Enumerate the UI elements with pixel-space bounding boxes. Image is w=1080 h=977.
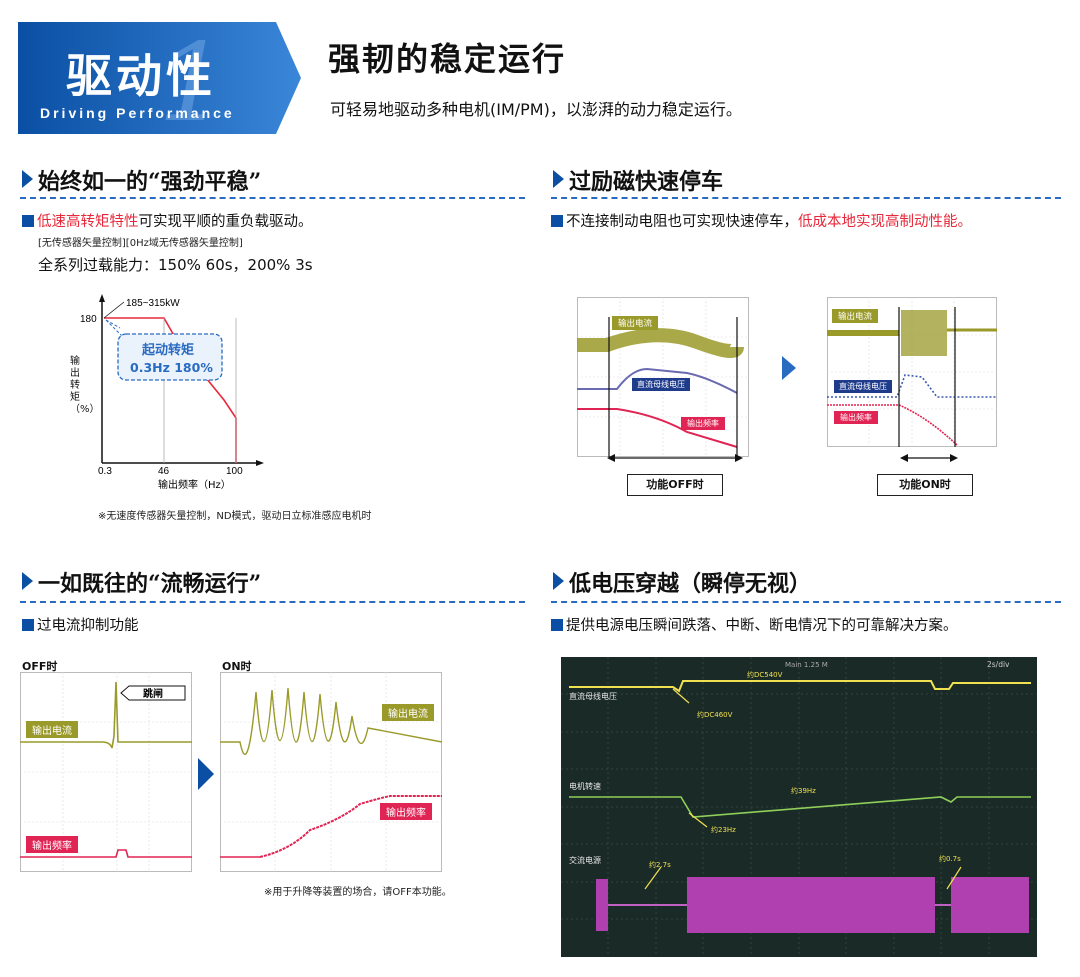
current-trace: [577, 328, 744, 358]
x-axis-arrow: [256, 460, 264, 466]
y-axis-arrow: [99, 294, 105, 302]
x-tick-0-3: 0.3: [98, 466, 112, 477]
bus-voltage-trace: [569, 680, 1031, 693]
off-label: OFF时: [22, 660, 58, 673]
badge-title: 驱动性: [66, 49, 216, 103]
s3-bullet: 过电流抑制功能: [22, 614, 139, 635]
s1-note: [无传感器矢量控制][0Hz域无传感器矢量控制]: [38, 238, 243, 249]
callout-line2: 0.3Hz 180%: [130, 360, 213, 375]
section-arrow-icon: [22, 572, 33, 590]
scope-on-freq-label: 输出频率: [834, 411, 878, 424]
scope-off-current-label: 输出电流: [612, 316, 659, 330]
arrow-right-icon: [198, 758, 214, 790]
scope-on-bus-label: 直流母线电压: [834, 380, 892, 393]
s3-off-current-label: 输出电流: [26, 721, 78, 738]
current-trace: [20, 681, 192, 749]
section-title-3: 一如既往的“流畅运行”: [38, 571, 262, 597]
scope-off-freq-label: 输出频率: [681, 417, 725, 430]
scope-off-bus-label: 直流母线电压: [632, 378, 690, 391]
range-label: 185~315kW: [126, 298, 180, 309]
section-arrow-icon: [553, 170, 564, 188]
square-bullet-icon: [551, 215, 563, 227]
y-axis-label: 输出转矩（%）: [70, 356, 100, 415]
s3-footnote: ※用于升降等装置的场合，请OFF本功能。: [264, 887, 452, 898]
dc540-label: 约DC540V: [747, 670, 783, 679]
square-bullet-icon: [22, 619, 34, 631]
badge-english: Driving Performance: [40, 105, 235, 121]
section-divider: [20, 197, 525, 199]
t07-label: 约0.7s: [939, 854, 961, 863]
square-bullet-icon: [551, 619, 563, 631]
caption-off: 功能OFF时: [627, 474, 723, 496]
caption-on: 功能ON时: [877, 474, 973, 496]
section-arrow-icon: [553, 572, 564, 590]
scope-off: [577, 297, 749, 457]
section-badge: 1: [18, 22, 301, 134]
bus-label: 直流母线电压: [569, 691, 617, 701]
trip-label: 跳闸: [143, 687, 163, 700]
section-divider: [551, 601, 1061, 603]
bus-trace: [827, 374, 997, 398]
s3-off-freq-label: 输出频率: [26, 836, 78, 853]
range-leader: [103, 301, 125, 319]
scope-main: Main 1.25 M: [785, 661, 828, 669]
section-title-2: 过励磁快速停车: [569, 169, 724, 195]
current-trace: [220, 687, 442, 755]
s1-footnote: ※无速度传感器矢量控制，ND模式，驱动日立标准感应电机时: [98, 511, 372, 522]
freq-trace: [20, 849, 192, 858]
span-arrow: [607, 454, 743, 462]
y-tick-180: 180: [80, 314, 97, 325]
speed-label: 电机转速: [569, 781, 601, 791]
section-arrow-icon: [22, 170, 33, 188]
motor-speed-trace: [569, 796, 1031, 818]
callout-leader: [105, 319, 125, 339]
s2-bullet: 不连接制动电阻也可实现快速停车，低成本地实现高制动性能。: [551, 210, 972, 231]
freq-trace: [259, 795, 442, 858]
hz23-label: 约23Hz: [711, 825, 736, 834]
ac-burst-2: [687, 877, 935, 933]
scope-on-current-label: 输出电流: [832, 309, 879, 323]
dc460-label: 约DC460V: [697, 710, 733, 719]
ac-burst-3: [951, 877, 1029, 933]
span-arrow: [900, 454, 958, 462]
x-tick-46: 46: [158, 466, 170, 477]
page-subtitle: 可轻易地驱动多种电机(IM/PM)，以澎湃的动力稳定运行。: [330, 100, 742, 119]
scope-timebase: 2s/div: [987, 660, 1010, 669]
s3-on-freq-label: 输出频率: [380, 803, 432, 820]
s4-bullet: 提供电源电压瞬间跌落、中断、断电情况下的可靠解决方案。: [551, 614, 958, 635]
callout-line1: 起动转矩: [141, 342, 194, 358]
s1-bullet: 低速高转矩特性可实现平顺的重负载驱动。: [22, 210, 313, 231]
section-divider: [551, 197, 1061, 199]
page-title: 强韧的稳定运行: [328, 40, 567, 78]
scope-3-on: [220, 672, 442, 872]
callout-box: [117, 333, 223, 381]
ac-burst-1: [596, 879, 608, 931]
x-axis-label: 输出频率（Hz）: [158, 478, 231, 491]
bus-trace: [577, 367, 738, 394]
square-bullet-icon: [22, 215, 34, 227]
ride-through-scope: 2s/div Main 1.25 M 直流母线电压 约DC540V 约DC460…: [561, 657, 1037, 957]
ac-label: 交流电源: [569, 855, 601, 865]
t27-label: 约2.7s: [649, 860, 671, 869]
torque-chart: 185~315kW 180 0.3 46 100 输出频率（Hz） 起动转矩 0…: [80, 294, 264, 491]
badge-number: 1: [158, 22, 227, 134]
trip-callout: 跳闸: [120, 685, 186, 701]
on-label: ON时: [222, 660, 252, 673]
section-title-4: 低电压穿越（瞬停无视）: [569, 571, 812, 597]
hz39-label: 约39Hz: [791, 786, 816, 795]
section-title-1: 始终如一的“强劲平稳”: [38, 169, 262, 195]
arrow-right-icon: [782, 356, 796, 380]
section-divider: [20, 601, 525, 603]
s3-on-current-label: 输出电流: [382, 704, 434, 721]
s1-overload: 全系列过载能力：150% 60s，200% 3s: [38, 256, 313, 274]
freq-trace: [577, 408, 738, 448]
x-tick-100: 100: [226, 466, 243, 477]
